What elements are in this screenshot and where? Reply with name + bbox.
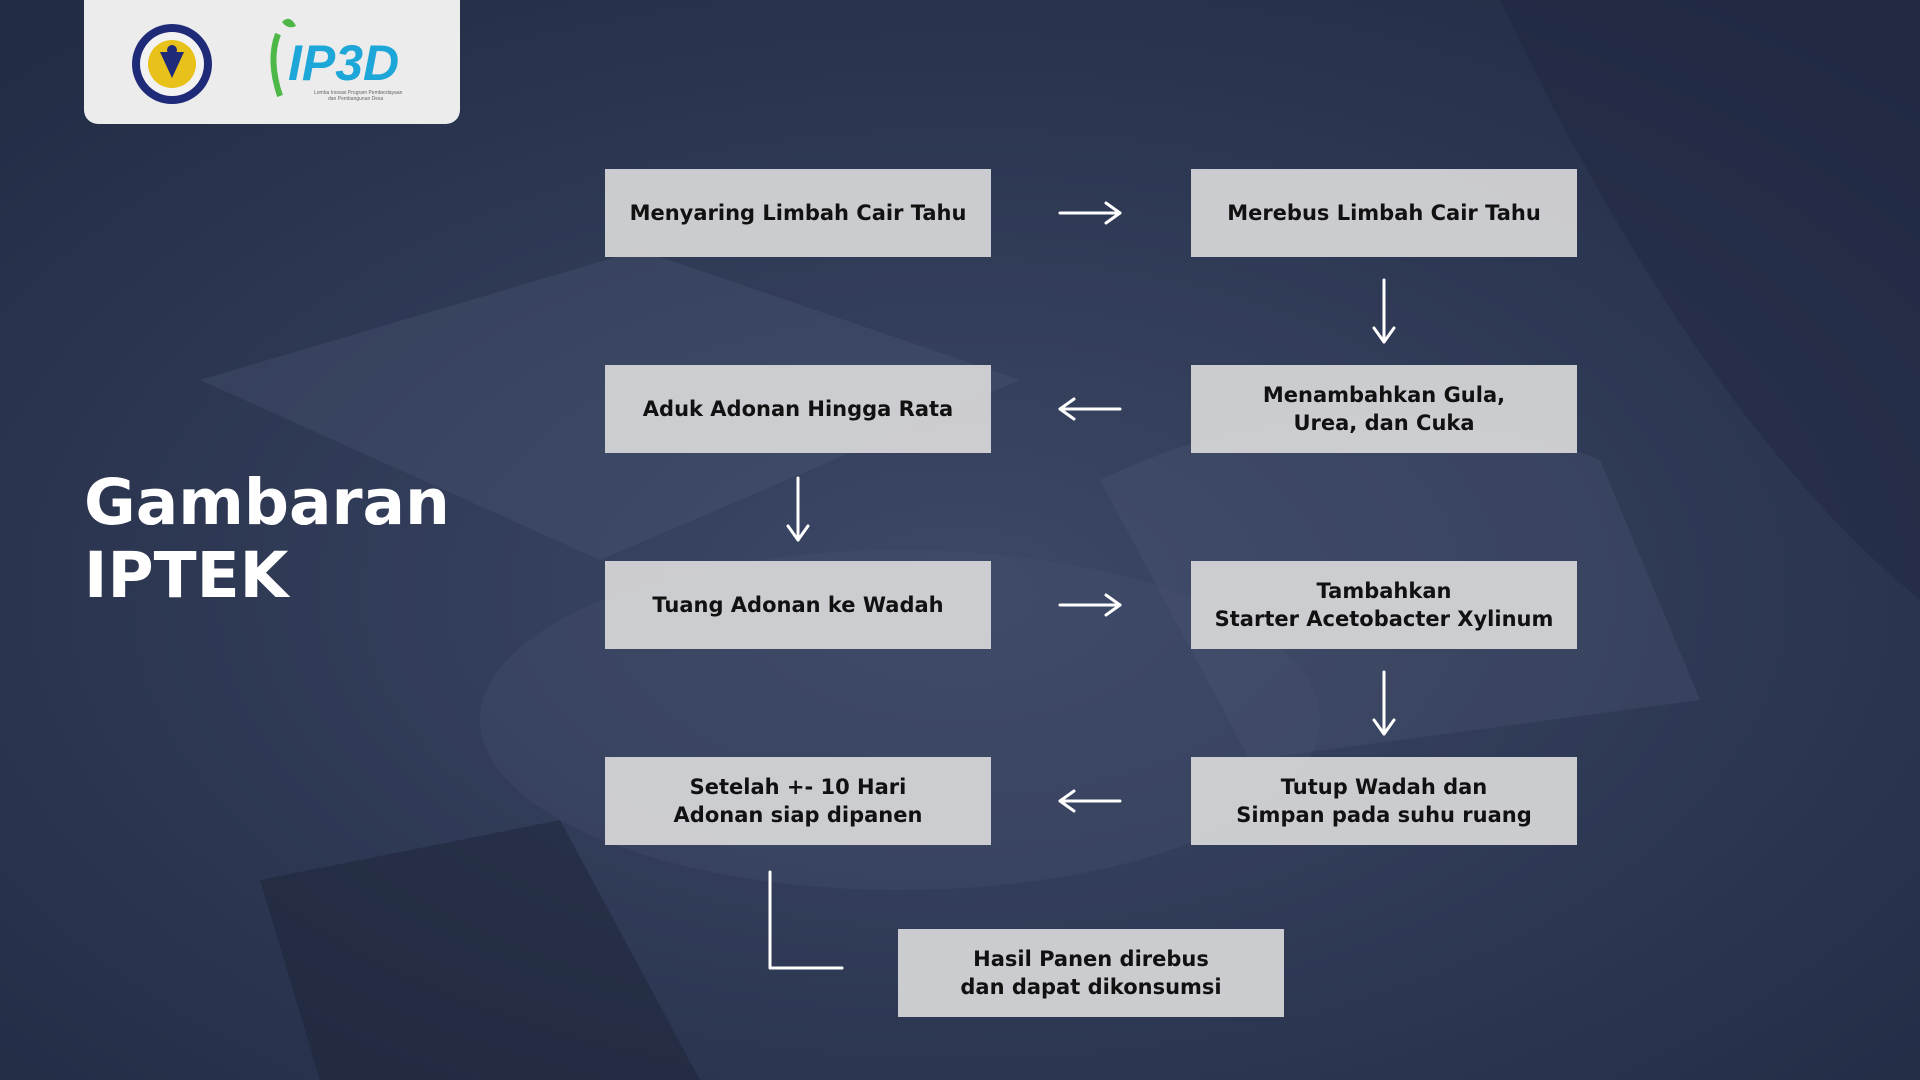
svg-text:Lomba Inovasi Program Pemberda: Lomba Inovasi Program Pemberdayaan [314, 90, 403, 96]
logo-area: IP3D Lomba Inovasi Program Pemberdayaan … [132, 18, 403, 104]
university-seal-icon [132, 24, 212, 104]
title-line-2: IPTEK [84, 539, 289, 612]
ip3d-logo-icon: IP3D Lomba Inovasi Program Pemberdayaan … [270, 18, 403, 102]
logo-card: IP3D Lomba Inovasi Program Pemberdayaan … [84, 0, 460, 124]
step-box-6: Tambahkan Starter Acetobacter Xylinum [1191, 561, 1577, 649]
step-box-7: Tutup Wadah dan Simpan pada suhu ruang [1191, 757, 1577, 845]
svg-text:IP3D: IP3D [288, 35, 399, 91]
step-box-4: Aduk Adonan Hingga Rata [605, 365, 991, 453]
step-box-8: Setelah +- 10 Hari Adonan siap dipanen [605, 757, 991, 845]
step-box-1: Menyaring Limbah Cair Tahu [605, 169, 991, 257]
step-box-5: Tuang Adonan ke Wadah [605, 561, 991, 649]
step-box-2: Merebus Limbah Cair Tahu [1191, 169, 1577, 257]
step-box-3: Menambahkan Gula, Urea, dan Cuka [1191, 365, 1577, 453]
title-line-1: Gambaran [84, 466, 450, 539]
svg-text:dan Pembangunan Desa: dan Pembangunan Desa [328, 96, 384, 102]
step-box-9: Hasil Panen direbus dan dapat dikonsumsi [898, 929, 1284, 1017]
page-title: Gambaran IPTEK [84, 466, 504, 612]
